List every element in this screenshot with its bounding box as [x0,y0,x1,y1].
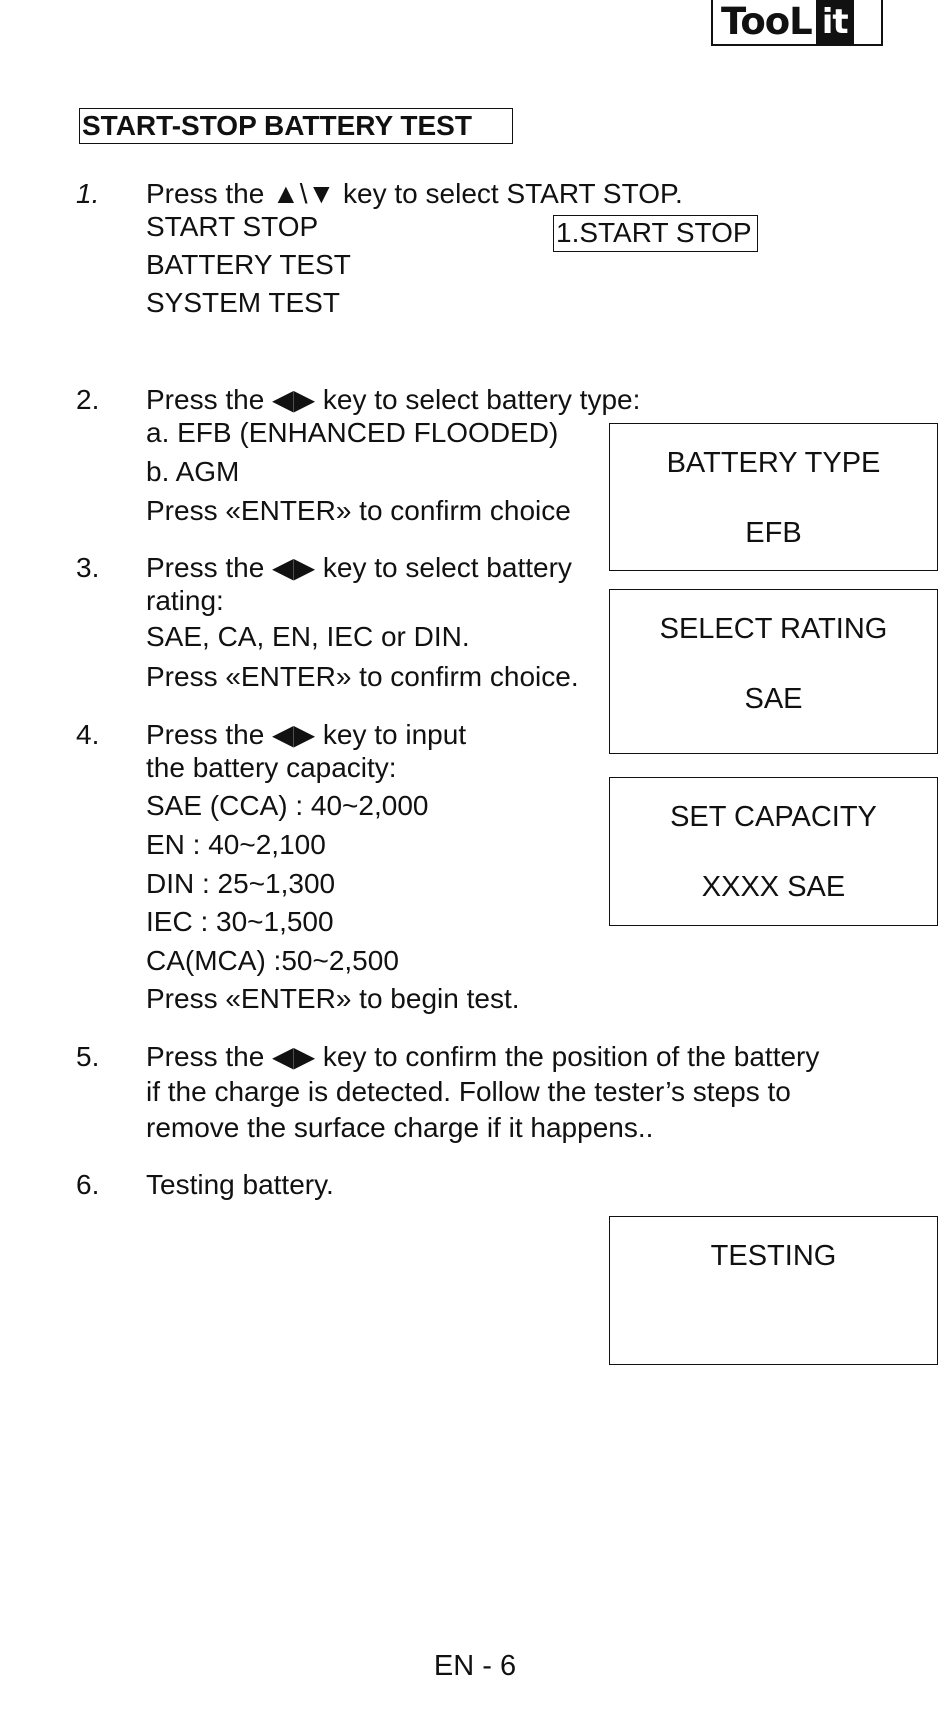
step-number: 6. [76,1169,100,1200]
step-text: Press «ENTER» to confirm choice. [146,661,579,692]
menu-option: BATTERY TEST [146,249,351,280]
screen-heading: SET CAPACITY [670,801,877,833]
step-number: 3. [76,552,100,583]
tester-screen-testing: TESTING [609,1216,938,1365]
step-text: the battery capacity: [146,752,397,783]
step-text: Press the ▲\▼ key to select START STOP. [146,178,683,209]
step-number: 1. [76,178,100,209]
step-text: b. AGM [146,456,240,487]
step-number: 4. [76,719,100,750]
step-text: if the charge is detected. Follow the te… [146,1076,791,1107]
step-text: Press the ◀▶ key to select battery type: [146,384,641,415]
logo-mark: it [815,0,854,44]
screen-value: XXXX SAE [701,871,846,903]
screen-value: EFB [745,517,802,549]
step-text: SAE, CA, EN, IEC or DIN. [146,621,470,652]
section-title: START-STOP BATTERY TEST [79,108,513,144]
step-number: 5. [76,1041,100,1072]
tester-screen-battery-type: BATTERY TYPE EFB [609,423,938,571]
page-number: EN - 6 [433,1650,517,1682]
step-text: CA(MCA) :50~2,500 [146,945,399,976]
logo-text: TooL [721,0,813,43]
menu-option: START STOP [146,211,319,242]
step-text: Press the ◀▶ key to input [146,719,467,750]
tester-screen-set-capacity: SET CAPACITY XXXX SAE [609,777,938,926]
screen-heading: SELECT RATING [659,613,888,645]
tester-screen-select-rating: SELECT RATING SAE [609,589,938,754]
step-text: rating: [146,585,224,616]
step-text: a. EFB (ENHANCED FLOODED) [146,417,559,448]
step-text: Press «ENTER» to confirm choice [146,495,571,526]
step-text: DIN : 25~1,300 [146,868,336,899]
step-text: Press the ◀▶ key to confirm the position… [146,1041,820,1072]
step-text: Press «ENTER» to begin test. [146,983,520,1014]
step-text: SAE (CCA) : 40~2,000 [146,790,429,821]
step-text: Press the ◀▶ key to select battery [146,552,572,583]
brand-logo: TooL it [711,0,883,46]
menu-display-box: 1.START STOP [553,215,758,252]
screen-heading: BATTERY TYPE [666,447,881,479]
step-text: EN : 40~2,100 [146,829,326,860]
step-text: Testing battery. [146,1169,334,1200]
screen-heading: TESTING [710,1240,837,1272]
screen-value: SAE [744,683,803,715]
menu-option: SYSTEM TEST [146,287,340,318]
step-number: 2. [76,384,100,415]
step-text: IEC : 30~1,500 [146,906,334,937]
step-text: remove the surface charge if it happens.… [146,1112,654,1143]
